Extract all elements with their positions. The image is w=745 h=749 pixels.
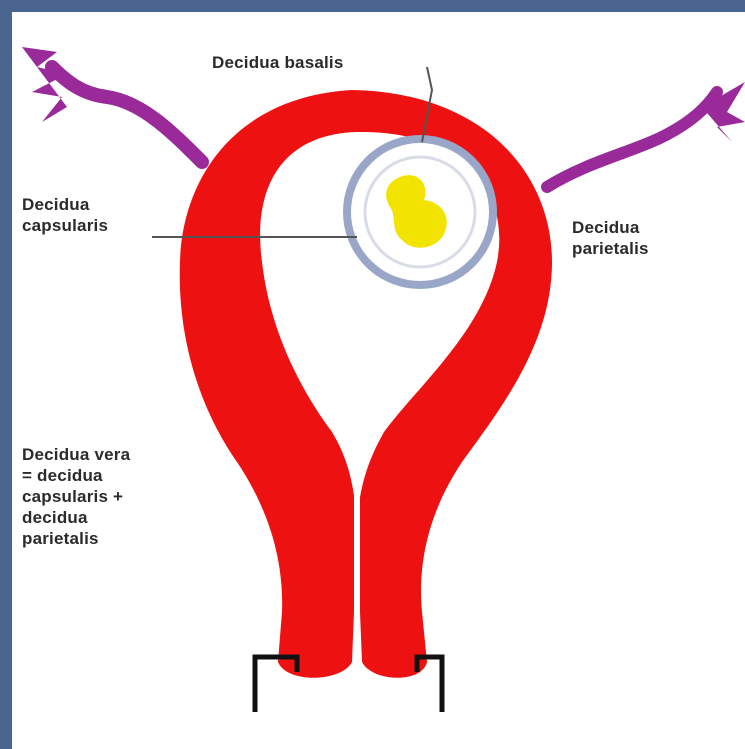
uterus-diagram: [12, 12, 745, 749]
label-decidua-vera: Decidua vera = decidua capsularis + deci…: [22, 444, 130, 549]
right-fimbriae: [702, 82, 745, 142]
left-uterine-tube: [52, 67, 202, 162]
diagram-canvas: Decidua basalis Decidua capsularis Decid…: [12, 12, 745, 749]
left-fimbriae: [22, 47, 67, 122]
right-uterine-tube: [547, 92, 717, 187]
label-decidua-basalis: Decidua basalis: [212, 52, 344, 73]
label-decidua-capsularis: Decidua capsularis: [22, 194, 108, 236]
label-decidua-parietalis: Decidua parietalis: [572, 217, 649, 259]
